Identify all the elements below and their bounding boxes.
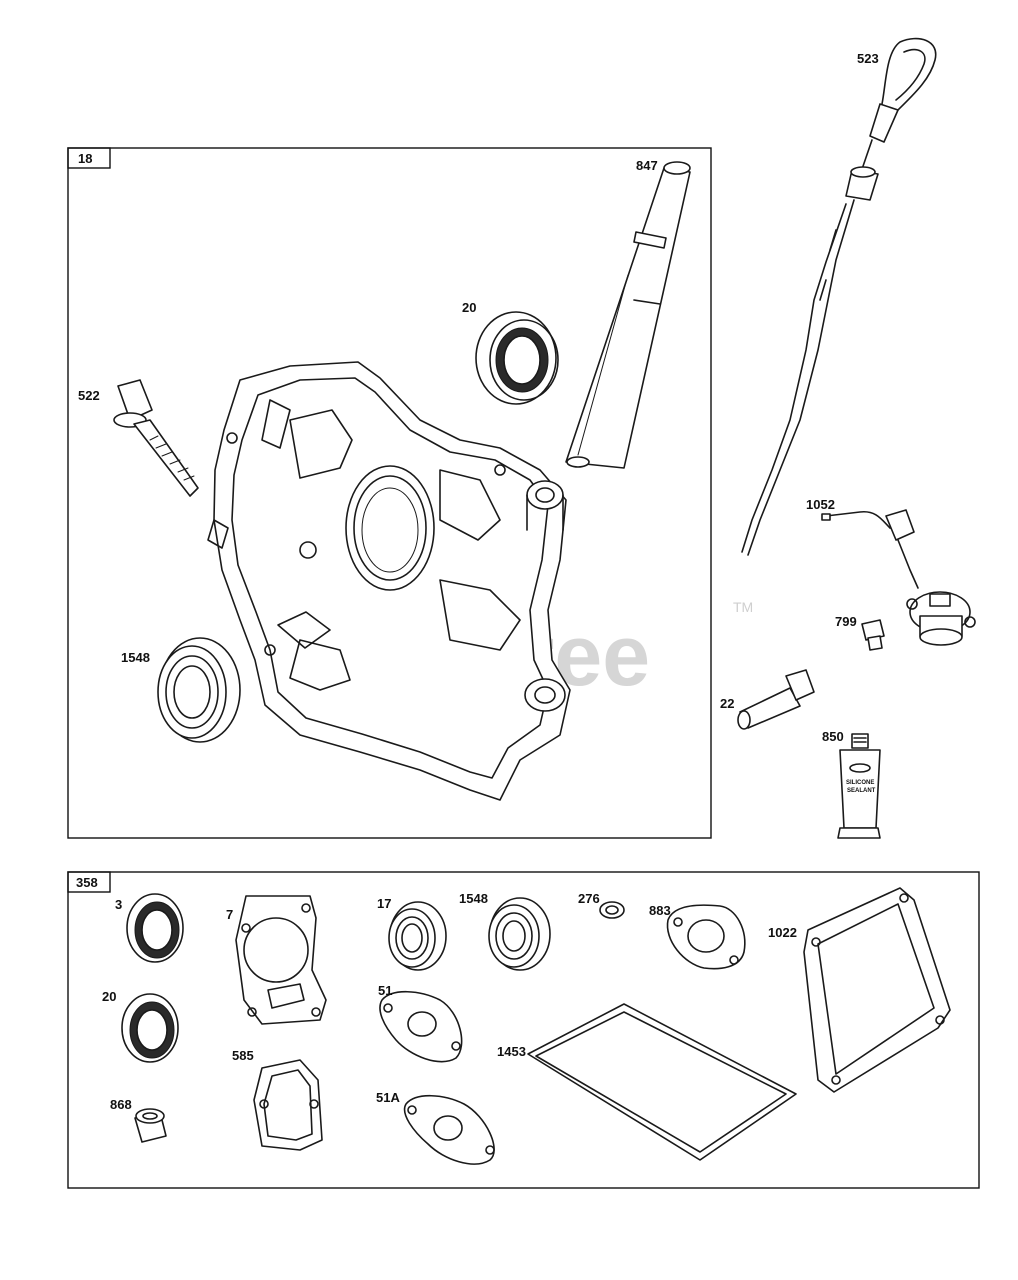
sealant-line2: SEALANT [847, 788, 876, 794]
part-label-1022[interactable]: 1022 [768, 925, 797, 940]
part-label-1052[interactable]: 1052 [806, 497, 835, 512]
group-18-tag: 18 [78, 151, 92, 166]
part-799-bolt-drawing [861, 619, 885, 651]
part-label-523[interactable]: 523 [857, 51, 879, 66]
part-label-20[interactable]: 20 [462, 300, 476, 315]
part-label-1548[interactable]: 1548 [121, 650, 150, 665]
part-1022-gasket-drawing [803, 887, 951, 1093]
part-label-847[interactable]: 847 [636, 158, 658, 173]
part-17-bearing-drawing [388, 901, 447, 971]
part-label-522[interactable]: 522 [78, 388, 100, 403]
part-label-17[interactable]: 17 [377, 896, 391, 911]
part-868-drawing [134, 1108, 167, 1143]
part-1548b-bearing-drawing [488, 897, 551, 971]
part-20-seal-drawing [475, 311, 559, 405]
part-label-51[interactable]: 51 [378, 983, 392, 998]
part-label-868[interactable]: 868 [110, 1097, 132, 1112]
part-51a-gasket-drawing [403, 1094, 495, 1165]
part-523-dipstick-drawing [741, 37, 937, 556]
part-51-gasket-drawing [379, 990, 463, 1063]
part-label-51a[interactable]: 51A [376, 1090, 400, 1105]
part-3-seal-drawing [126, 893, 184, 963]
group-358-frame: 358 [67, 871, 980, 1189]
group-18-frame: 18 [67, 147, 712, 839]
part-1453-seal-drawing [527, 1003, 797, 1161]
part-label-7[interactable]: 7 [226, 907, 233, 922]
part-label-850[interactable]: 850 [822, 729, 844, 744]
part-label-20-b[interactable]: 20 [102, 989, 116, 1004]
part-1548-bearing-drawing [157, 637, 241, 743]
sealant-line1: SILICONE [846, 780, 874, 786]
part-22-bolt-drawing [737, 669, 815, 730]
part-585-gasket-drawing [253, 1059, 323, 1151]
part-label-1548-b[interactable]: 1548 [459, 891, 488, 906]
part-label-585[interactable]: 585 [232, 1048, 254, 1063]
crankcase-cover-drawing [207, 361, 571, 801]
part-276-washer-drawing [599, 901, 625, 919]
part-label-22[interactable]: 22 [720, 696, 734, 711]
part-label-276[interactable]: 276 [578, 891, 600, 906]
part-883-gasket-drawing [666, 904, 746, 970]
part-label-883[interactable]: 883 [649, 903, 671, 918]
part-1052-sensor-drawing [821, 509, 976, 646]
part-20b-seal-drawing [121, 993, 179, 1063]
part-7-gasket-drawing [235, 895, 327, 1025]
part-850-sealant-tube-drawing: SILICONE SEALANT [837, 733, 881, 839]
part-847-drawing [565, 161, 691, 469]
part-label-3[interactable]: 3 [115, 897, 122, 912]
part-522-plug-drawing [113, 379, 199, 497]
watermark-trademark: TM [733, 599, 753, 615]
group-358-tag: 358 [76, 875, 98, 890]
part-label-799[interactable]: 799 [835, 614, 857, 629]
part-label-1453[interactable]: 1453 [497, 1044, 526, 1059]
